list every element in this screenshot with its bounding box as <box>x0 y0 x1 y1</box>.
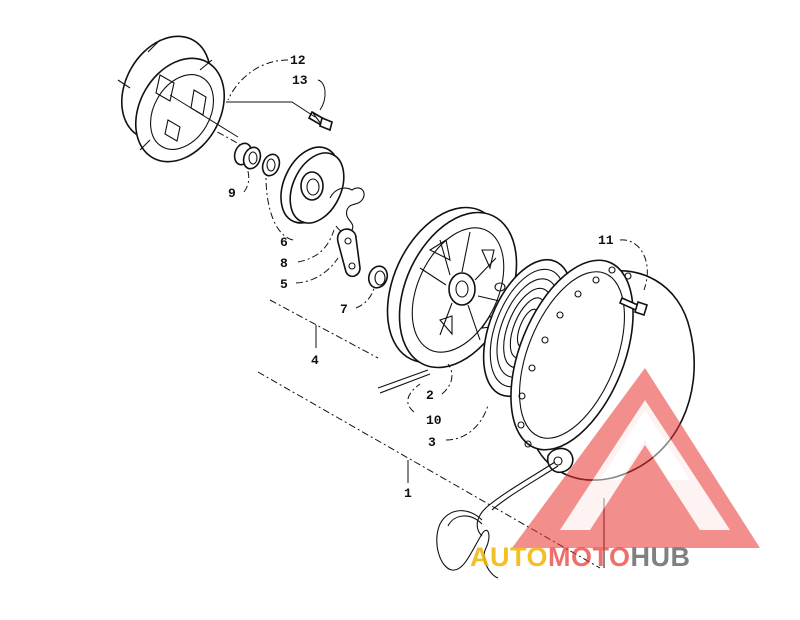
brand-wordmark: AUTOMOTOHUB <box>470 542 691 572</box>
leader-lines <box>226 59 648 568</box>
brand-moto: MOTO <box>548 542 631 572</box>
bolt-part <box>307 110 333 132</box>
callout-11: 11 <box>598 233 614 248</box>
friction-plate-part <box>280 146 345 224</box>
callout-7: 7 <box>340 302 348 317</box>
logo-triangle-mark <box>512 368 760 548</box>
brand-auto: AUTO <box>470 542 548 572</box>
pawl-part <box>336 228 361 278</box>
callout-13: 13 <box>292 73 308 88</box>
callout-10: 10 <box>426 413 442 428</box>
logo-triangle-inner <box>560 400 730 530</box>
starter-cup-part <box>117 35 239 163</box>
callout-4: 4 <box>311 353 319 368</box>
callout-5: 5 <box>280 277 288 292</box>
automotohub-logo <box>512 368 760 548</box>
starter-housing-part <box>436 259 695 579</box>
callout-8: 8 <box>280 256 288 271</box>
housing-bolt-part <box>618 296 648 317</box>
small-spring-part <box>367 265 389 289</box>
callout-12: 12 <box>290 53 306 68</box>
callout-9: 9 <box>228 186 236 201</box>
callout-3: 3 <box>428 435 436 450</box>
callout-labels: 12 13 9 6 8 5 7 4 2 10 3 1 11 <box>228 53 614 501</box>
bushing-part <box>233 142 262 170</box>
washer-part <box>261 153 281 177</box>
callout-1: 1 <box>404 486 412 501</box>
callout-2: 2 <box>426 388 434 403</box>
brand-hub: HUB <box>631 542 691 572</box>
svg-text:AUTOMOTOHUB: AUTOMOTOHUB <box>470 542 691 572</box>
housing-bolt-holes <box>517 266 632 448</box>
callout-6: 6 <box>280 235 288 250</box>
